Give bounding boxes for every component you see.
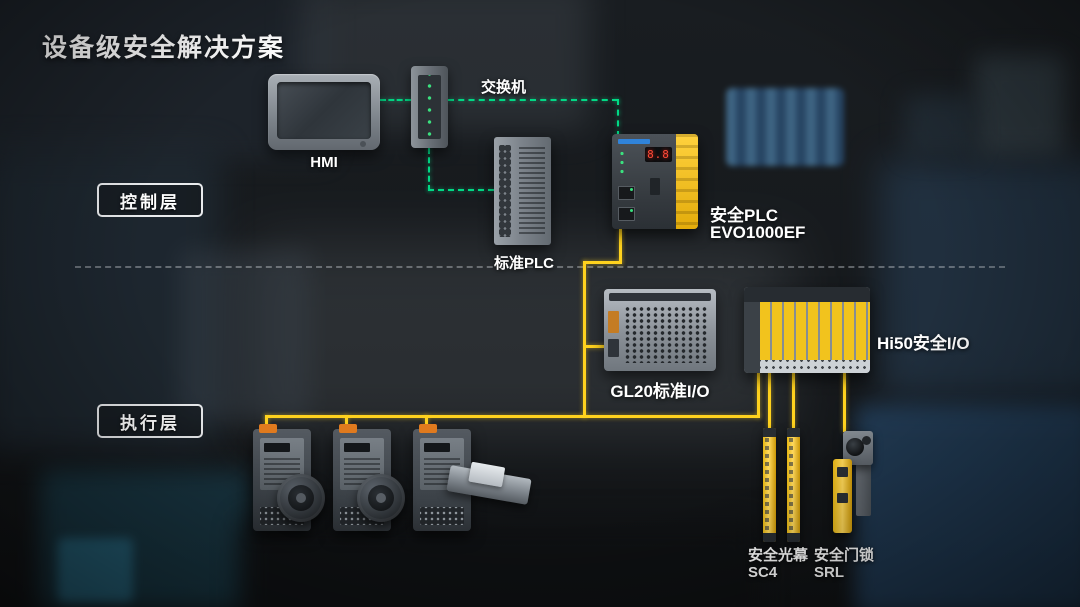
gl20-io-device [604, 289, 716, 371]
safety-plc-yellow-strip [676, 134, 698, 229]
hi50-head-module [744, 302, 760, 373]
drive-connector [259, 424, 277, 433]
light-curtain-bar-2 [787, 428, 800, 542]
safety-plc-label-line2: EVO1000EF [710, 223, 806, 242]
safety-link-hi50-down [757, 372, 760, 418]
safety-link-main-horizontal [265, 415, 760, 418]
door-lock-slot [837, 467, 848, 477]
background-shape [58, 538, 133, 602]
link-safety-plc-drop [617, 99, 619, 137]
background-shape [726, 88, 844, 166]
hmi-screen [277, 82, 371, 139]
safety-link-plc-elbow [583, 261, 622, 264]
servo-motor-2 [357, 474, 405, 522]
background-shape [880, 160, 1080, 400]
drive-connector [419, 424, 437, 433]
door-lock-label-line1: 安全门锁 [814, 547, 875, 564]
curtain-sensor-column [765, 438, 769, 532]
standard-plc-device [494, 137, 551, 245]
background-shape [905, 95, 975, 155]
background-shape [240, 520, 760, 607]
drive-terminals [420, 507, 464, 525]
hi50-top-band [744, 287, 870, 302]
hmi-device [268, 74, 380, 150]
safety-link-plc-down [619, 229, 622, 264]
hmi-button [360, 141, 366, 147]
safety-link-door-lock [843, 372, 846, 432]
door-lock-bracket [856, 464, 871, 516]
standard-plc-label: 标准PLC [493, 255, 554, 272]
safety-plc-device: 8.8 [612, 134, 698, 229]
drive-display [424, 443, 450, 452]
gl20-top-band [609, 293, 711, 301]
hi50-label: Hi50安全I/O [877, 334, 970, 353]
layer-label-execution: 执行层 [97, 404, 203, 438]
drive-display [264, 443, 290, 452]
ethernet-switch-device [411, 66, 448, 148]
light-curtain-label-line2: SC4 [748, 564, 778, 581]
servo-motor-1 [277, 474, 325, 522]
plc-seven-segment-display: 8.8 [645, 147, 672, 162]
link-switch-down [428, 148, 430, 191]
page-title: 设备级安全解决方案 [42, 34, 286, 62]
background-shape [975, 55, 1065, 155]
gl20-connector [608, 311, 619, 333]
link-switch-std-plc [428, 189, 494, 191]
background-shape [180, 250, 310, 420]
door-lock-slot [837, 493, 848, 503]
gl20-label: GL20标准I/O [610, 382, 710, 401]
light-curtain-bar-1 [763, 428, 776, 542]
plc-switch [650, 178, 660, 195]
link-switch-safety-plc [448, 99, 618, 101]
brand-logo [618, 139, 650, 144]
drive-connector [339, 424, 357, 433]
door-lock-body [833, 459, 852, 533]
hi50-safety-modules [760, 302, 870, 360]
plc-status-leds [620, 149, 624, 179]
background-shape [855, 405, 1080, 607]
curtain-sensor-column [789, 438, 793, 532]
plc-vents [519, 147, 545, 235]
plc-terminals [499, 145, 511, 237]
gl20-terminal-grid [624, 306, 709, 363]
switch-led-panel [418, 75, 441, 139]
layer-label-control: 控制层 [97, 183, 203, 217]
door-lock-label-line2: SRL [814, 564, 844, 581]
door-lock-indicator [862, 436, 871, 445]
hmi-label: HMI [310, 154, 338, 171]
safety-link-main-vertical [583, 261, 586, 418]
safety-link-curtain2 [792, 372, 795, 429]
hi50-terminal-row [760, 360, 870, 373]
safety-link-gl20-branch [586, 345, 606, 348]
drive-display [344, 443, 370, 452]
ethernet-port [618, 207, 635, 221]
link-hmi-switch [380, 99, 411, 101]
safety-link-curtain1 [768, 372, 771, 429]
switch-label: 交换机 [481, 79, 527, 96]
ethernet-port [618, 186, 635, 200]
light-curtain-label-line1: 安全光幕 [748, 547, 809, 564]
gl20-connector [608, 339, 619, 357]
hi50-io-device [744, 287, 870, 373]
